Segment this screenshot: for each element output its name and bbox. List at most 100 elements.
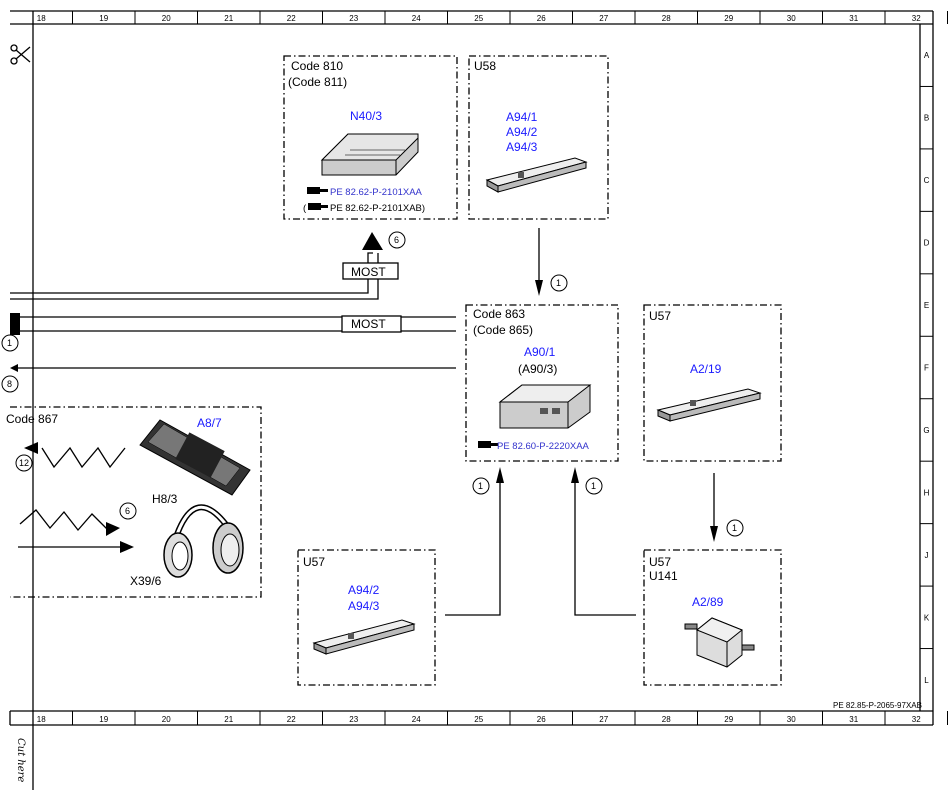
ruler-top-label: 19 bbox=[99, 14, 108, 23]
ruler-bottom-label: 19 bbox=[99, 715, 108, 724]
box-code867-h8-id: H8/3 bbox=[152, 492, 178, 506]
box-u57-a94-id-1: A94/2 bbox=[348, 583, 380, 597]
box-u57-a219-id: A2/19 bbox=[690, 362, 722, 376]
box-code867-x39-id: X39/6 bbox=[130, 574, 162, 588]
ruler-right-label: C bbox=[924, 176, 930, 185]
ruler-bottom-label: 21 bbox=[224, 715, 233, 724]
ruler-bottom-label: 26 bbox=[537, 715, 546, 724]
box-a90-code-alt: (Code 865) bbox=[473, 323, 533, 337]
most-label-box-mid bbox=[341, 315, 402, 333]
marker-6-wave: 6 bbox=[119, 502, 137, 520]
antenna-amplifier-icon bbox=[684, 617, 755, 668]
ruler-bottom-label: 27 bbox=[599, 715, 608, 724]
ruler-top-label: 31 bbox=[849, 14, 858, 23]
svg-text:1: 1 bbox=[591, 481, 596, 491]
most-label-mid: MOST bbox=[351, 317, 386, 331]
ruler-top: 18 19 20 21 22 23 24 25 26 27 28 29 30 31 32 bbox=[37, 11, 948, 24]
ruler-top-label: 22 bbox=[287, 14, 296, 23]
ruler-right-label: B bbox=[924, 114, 929, 123]
marker-12: 12 bbox=[15, 454, 33, 472]
scissors-icon bbox=[10, 44, 31, 65]
box-u58-label: U58 bbox=[474, 59, 496, 73]
ruler-bottom-label: 31 bbox=[849, 715, 858, 724]
ruler-top-label: 28 bbox=[662, 14, 671, 23]
ruler-bottom-label: 28 bbox=[662, 715, 671, 724]
ruler-top-label: 23 bbox=[349, 14, 358, 23]
box-a90-1: Code 863 (Code 865) A90/1 (A90/3) PE 82.… bbox=[465, 304, 619, 462]
box-n40-id: N40/3 bbox=[350, 109, 382, 123]
ruler-right-label: E bbox=[924, 301, 929, 310]
marker-8-cut: 8 bbox=[1, 375, 19, 393]
ruler-bottom-label: 32 bbox=[912, 715, 921, 724]
box-u58: U58 A94/1 A94/2 A94/3 bbox=[468, 55, 609, 220]
ruler-top-label: 25 bbox=[474, 14, 483, 23]
box-a90-id-alt: (A90/3) bbox=[518, 362, 557, 376]
ruler-right-label: A bbox=[924, 51, 930, 60]
ruler-bottom-label: 23 bbox=[349, 715, 358, 724]
box-u57-a94-id-2: A94/3 bbox=[348, 599, 380, 613]
ruler-top-label: 24 bbox=[412, 14, 421, 23]
antenna-module-icon bbox=[312, 619, 416, 655]
reference-hand-icon bbox=[478, 441, 498, 448]
box-n40-code: Code 810 bbox=[291, 59, 343, 73]
document-reference: PE 82.85-P-2065-97XAB bbox=[833, 701, 922, 710]
box-u57-a219-label: U57 bbox=[649, 309, 671, 323]
frame bbox=[9, 10, 934, 790]
ruler-right-label: G bbox=[923, 426, 929, 435]
box-a90-ref: PE 82.60-P-2220XAA bbox=[497, 441, 590, 452]
ruler-bottom-label: 20 bbox=[162, 715, 171, 724]
most-label-box-top bbox=[342, 262, 399, 280]
arrow-up-n40 bbox=[362, 232, 383, 250]
ruler-top-label: 27 bbox=[599, 14, 608, 23]
marker-1-u58: 1 bbox=[550, 274, 568, 292]
marker-1-right: 1 bbox=[726, 519, 744, 537]
headphones-icon bbox=[163, 504, 244, 578]
ruler-top-label: 30 bbox=[787, 14, 796, 23]
connections: MOST MOST bbox=[10, 228, 718, 616]
ruler-bottom-label: 24 bbox=[412, 715, 421, 724]
box-u57-a289-label-2: U141 bbox=[649, 569, 678, 583]
ruler-right-label: F bbox=[924, 364, 929, 373]
box-n40-code-alt: (Code 811) bbox=[288, 75, 347, 89]
ruler-right-label: D bbox=[924, 239, 930, 248]
ruler-top-label: 21 bbox=[224, 14, 233, 23]
marker-1-cut: 1 bbox=[1, 334, 19, 352]
box-u57-a94-label: U57 bbox=[303, 555, 325, 569]
ruler-top-label: 29 bbox=[724, 14, 733, 23]
ruler-right-label: H bbox=[924, 488, 930, 497]
cut-here-label: Cut here bbox=[15, 738, 26, 782]
reference-hand-icon bbox=[308, 203, 328, 210]
marker-1-left: 1 bbox=[472, 477, 490, 495]
antenna-module-icon bbox=[656, 388, 762, 422]
box-n40-ref-1: PE 82.62-P-2101XAA bbox=[330, 187, 423, 198]
box-u58-id-1: A94/1 bbox=[506, 110, 538, 124]
ruler-top-label: 20 bbox=[162, 14, 171, 23]
svg-text:1: 1 bbox=[732, 523, 737, 533]
reference-hand-icon bbox=[307, 187, 328, 194]
marker-6-top: 6 bbox=[388, 231, 406, 249]
most-label-top: MOST bbox=[351, 265, 386, 279]
ruler-top-label: 26 bbox=[537, 14, 546, 23]
svg-text:8: 8 bbox=[7, 379, 12, 389]
ruler-bottom-label: 30 bbox=[787, 715, 796, 724]
box-a90-id: A90/1 bbox=[524, 345, 556, 359]
ruler-bottom-label: 25 bbox=[474, 715, 483, 724]
svg-text:1: 1 bbox=[556, 278, 561, 288]
ruler-right-label: K bbox=[924, 613, 930, 622]
antenna-module-icon bbox=[485, 157, 588, 193]
box-u57-a289-label-1: U57 bbox=[649, 555, 671, 569]
box-a90-code: Code 863 bbox=[473, 307, 525, 321]
ruler-right-label: L bbox=[924, 676, 929, 685]
arrow-down-u58 bbox=[535, 280, 543, 296]
box-u58-id-2: A94/2 bbox=[506, 125, 538, 139]
svg-text:1: 1 bbox=[7, 338, 12, 348]
ruler-top-label: 18 bbox=[37, 14, 46, 23]
box-u57-a2-19: U57 A2/19 bbox=[643, 304, 782, 462]
box-n40-ref-2: PE 82.62-P-2101XAB) bbox=[330, 203, 425, 214]
box-n40-ref-2-prefix: ( bbox=[303, 203, 307, 214]
box-u57-a94: U57 A94/2 A94/3 bbox=[297, 549, 436, 686]
ruler-top-label: 32 bbox=[912, 14, 921, 23]
